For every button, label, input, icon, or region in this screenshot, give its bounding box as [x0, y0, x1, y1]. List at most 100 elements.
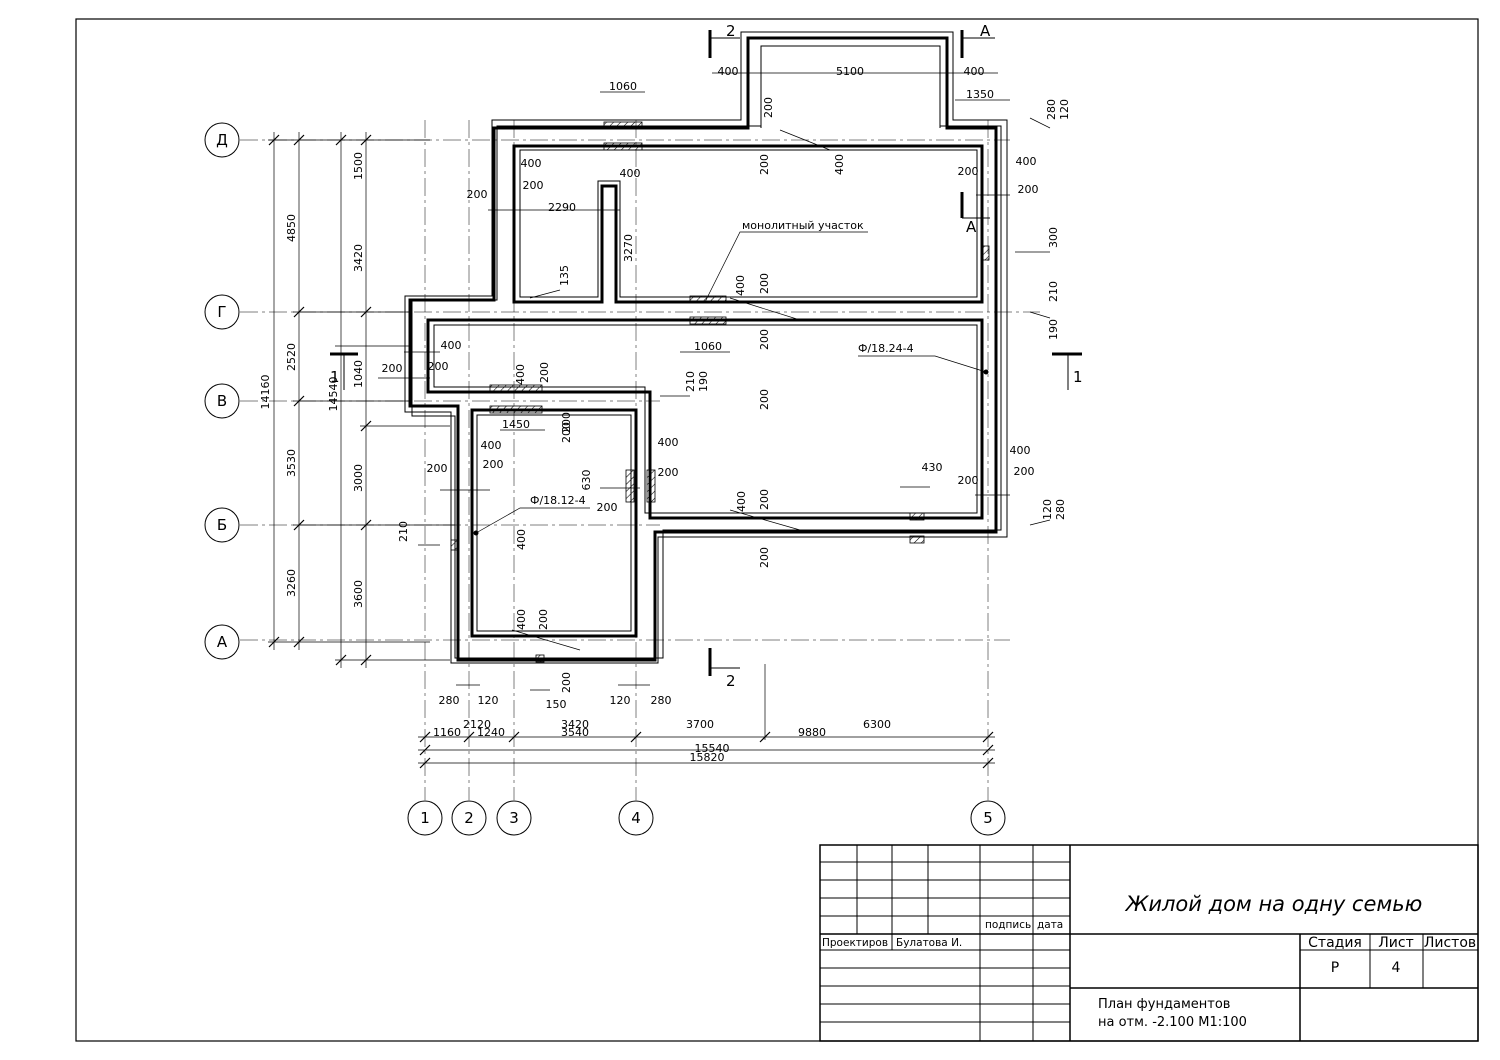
f2-marker [473, 530, 479, 536]
dim-d50: 200 [537, 609, 550, 630]
dim-d8: 200 [758, 154, 771, 175]
dim-d5: 280 [1045, 99, 1058, 120]
dim-d35: 190 [697, 371, 710, 392]
dim-bottom-6300: 6300 [863, 718, 891, 731]
tb-role: Проектиров [822, 937, 888, 949]
dim-d22: 135 [558, 265, 571, 286]
axis-col-3: 3 [509, 809, 519, 827]
dim-d7: 200 [762, 97, 775, 118]
dim-d16: 400 [1016, 155, 1037, 168]
dim-d48: 200 [758, 489, 771, 510]
dim-d14: 200 [958, 165, 979, 178]
dim-d31: 200 [538, 362, 551, 383]
dim-d29: 200 [428, 360, 449, 373]
dim-d30: 400 [514, 364, 527, 385]
dim-d13: 200 [467, 188, 488, 201]
section-a-top-label: А [980, 22, 991, 40]
foundation-walls [404, 31, 1008, 664]
dim-left-overlap-c: 1040 [352, 360, 365, 388]
section-2-bottom-label: 2 [726, 672, 736, 690]
dim-d9: 400 [833, 154, 846, 175]
dim-d61: 120 [610, 694, 631, 707]
dim-d4: 1350 [966, 88, 994, 101]
dim-d56: 200 [560, 412, 573, 433]
tb-sheet-header: Лист [1378, 935, 1413, 951]
axis-row-g: Г [217, 303, 226, 321]
dim-d32: 400 [481, 439, 502, 452]
axis-col-5: 5 [983, 809, 993, 827]
tb-drawing-name-2: на отм. -2.100 М1:100 [1098, 1015, 1247, 1030]
axis-col-2: 2 [464, 809, 474, 827]
column-axis-bubbles [407, 800, 1006, 836]
dim-bottom-1160: 1160 [433, 726, 461, 739]
title-block [819, 844, 1479, 1042]
dim-d49: 400 [515, 609, 528, 630]
dim-d27: 1060 [694, 340, 722, 353]
dim-d1: 5100 [836, 65, 864, 78]
dim-d55: 400 [515, 529, 528, 550]
dim-left-overlap-b: 1500 [352, 152, 365, 180]
dim-d26: 190 [1047, 319, 1060, 340]
section-2-top-label: 2 [726, 22, 736, 40]
dim-d33: 200 [483, 458, 504, 471]
dim-d60: 150 [546, 698, 567, 711]
dim-left-chain-2: 2520 [285, 343, 298, 371]
axis-lines [240, 120, 1040, 800]
tb-date-header: дата [1037, 919, 1063, 931]
dim-d23: 400 [441, 339, 462, 352]
dim-d17: 3270 [622, 234, 635, 262]
dim-bottom-9880: 9880 [798, 726, 826, 739]
section-a-mid-label: А [966, 218, 977, 236]
dim-d43: 200 [597, 501, 618, 514]
dim-d57: 200 [560, 672, 573, 693]
dim-d46: 200 [958, 474, 979, 487]
axis-col-1: 1 [420, 809, 430, 827]
dim-d28: 200 [758, 329, 771, 350]
label-f1: Ф/18.24-4 [858, 342, 914, 355]
dim-d24: 200 [382, 362, 403, 375]
dim-d51: 120 [1041, 499, 1054, 520]
dim-bottom-15540: 15540 [695, 742, 730, 755]
detail-dimension-lines [378, 72, 1051, 691]
dim-d52: 280 [1054, 499, 1067, 520]
dim-d20: 200 [758, 273, 771, 294]
dim-left-inner-2: 3000 [352, 464, 365, 492]
dim-left-overlap-a: 14540 [327, 377, 340, 412]
dim-d10: 400 [521, 157, 542, 170]
row-axis-bubbles [204, 122, 240, 660]
hatched-openings [450, 121, 990, 663]
bottom-dimension-ticks [419, 731, 994, 769]
axis-row-d: Д [216, 131, 228, 149]
tb-project-title: Жилой дом на одну семью [1124, 892, 1423, 916]
tb-sheets-header: Листов [1424, 935, 1476, 951]
axis-row-b: Б [217, 516, 227, 534]
dim-d42: 630 [580, 470, 593, 491]
label-f2: Ф/18.12-4 [530, 494, 586, 507]
dim-left-inner-1: 3420 [352, 244, 365, 272]
left-dimension-ticks [268, 134, 372, 666]
dim-d39: 200 [427, 462, 448, 475]
dim-d54: 210 [397, 521, 410, 542]
tb-author-name: Булатова И. [896, 937, 962, 949]
dim-d18: 200 [1018, 183, 1039, 196]
dim-d21: 300 [1047, 227, 1060, 248]
dim-d6: 120 [1058, 99, 1071, 120]
sheet-frame [75, 18, 1479, 1042]
dim-d37: 200 [560, 422, 573, 443]
section-marks [330, 30, 1082, 676]
f1-marker [983, 369, 989, 375]
dim-d58: 280 [439, 694, 460, 707]
dim-d41: 400 [1010, 444, 1031, 457]
tb-stage-value: Р [1331, 960, 1339, 976]
dim-d47: 400 [735, 491, 748, 512]
dim-left-outer: 14160 [259, 375, 272, 410]
dim-d62: 280 [651, 694, 672, 707]
dim-bottom-3700: 3700 [686, 718, 714, 731]
tb-drawing-name-1: План фундаментов [1098, 997, 1230, 1012]
axis-row-v: В [217, 392, 227, 410]
dim-bottom-3420: 3420 [561, 718, 589, 731]
dim-d53: 200 [758, 547, 771, 568]
dim-d40: 200 [658, 466, 679, 479]
dim-d12: 400 [620, 167, 641, 180]
